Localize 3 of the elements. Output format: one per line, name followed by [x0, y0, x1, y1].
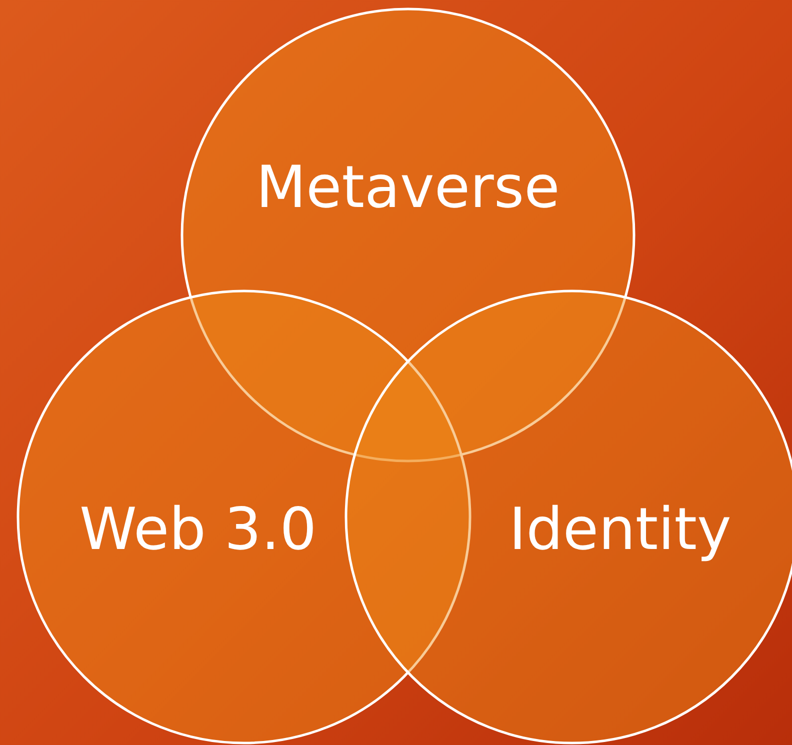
set-label: Identity	[509, 498, 732, 562]
set-label: Metaverse	[256, 156, 560, 220]
set-label: Web 3.0	[80, 498, 317, 562]
